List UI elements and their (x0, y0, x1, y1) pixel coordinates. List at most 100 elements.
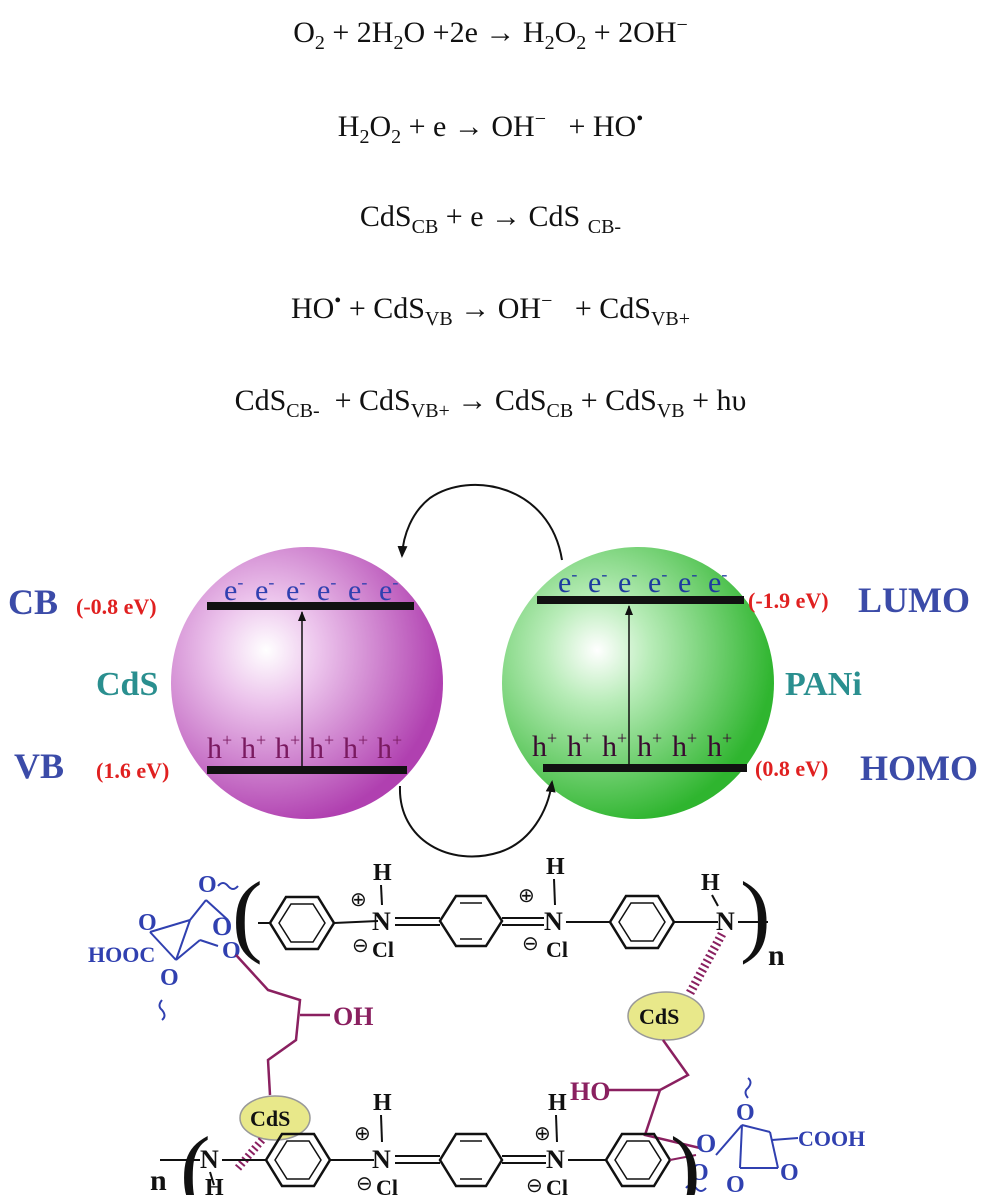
svg-text:⊖: ⊖ (522, 933, 539, 955)
equation-term: CdS (234, 384, 287, 417)
equation-term: 2 (576, 32, 587, 54)
cooh-label: COOH (798, 1126, 865, 1151)
equation-term: + CdS (573, 384, 657, 417)
pani-name-label: PANi (785, 666, 862, 703)
upper-n-2: N (544, 907, 563, 936)
equation-term: • (334, 290, 342, 312)
cds-bead-right-label: CdS (639, 1004, 679, 1029)
quinoid-ring (438, 894, 504, 948)
hole: h+ (567, 728, 592, 763)
lower-right-paren: ) (670, 1118, 701, 1195)
homo-energy-label: (0.8 eV) (755, 756, 828, 781)
hole: h+ (377, 730, 402, 765)
svg-text:O: O (736, 1100, 755, 1126)
cb-label: CB (8, 582, 58, 622)
svg-text:O: O (160, 965, 179, 991)
lower-n-1: N (200, 1145, 219, 1174)
lower-n-3: N (546, 1145, 565, 1174)
right-linker: CdS HO (570, 991, 705, 1150)
equation-term: • (636, 108, 644, 130)
upper-cl-2: Cl (546, 937, 568, 962)
equation-term: + CdS (341, 292, 425, 325)
upper-n-subscript: n (768, 939, 785, 972)
lumo-energy-label: (-1.9 eV) (748, 588, 829, 613)
svg-text:O: O (222, 938, 241, 964)
vb-energy-label: (1.6 eV) (96, 758, 169, 783)
upper-n-1: N (372, 907, 391, 936)
ho-label: HO (570, 1077, 610, 1106)
equation-term: → CdS (449, 384, 547, 417)
lower-polymer-chain: ( n N H H ⊕ N ⊖ Cl H ⊕ N (150, 1090, 701, 1195)
equation-term: + 2OH (586, 16, 677, 49)
hole-transfer-arrow (398, 780, 556, 858)
lower-h-2: H (373, 1090, 392, 1116)
equation-term: + HO (545, 110, 637, 143)
svg-text:⊕: ⊕ (534, 1123, 551, 1145)
equation-term: → OH (452, 292, 542, 325)
equation-term: − (676, 14, 688, 36)
upper-polymer-chain: ( ⊕ H N ⊖ Cl ⊕ H N ⊖ Cl (232, 854, 785, 996)
hooc-label: HOOC (88, 942, 155, 967)
lower-n-subscript: n (150, 1164, 167, 1195)
upper-h-3: H (701, 870, 720, 896)
equation-4: HO• + CdSVB → OH− + CdSVB+ (0, 290, 981, 331)
lower-cl-2: Cl (546, 1175, 568, 1195)
equation-term: 2 (314, 32, 325, 54)
cds-name-label: CdS (96, 666, 158, 703)
lower-cl-1: Cl (376, 1175, 398, 1195)
equation-term: + hυ (684, 384, 747, 417)
equation-term: 2 (359, 126, 370, 148)
vb-label: VB (14, 746, 64, 786)
svg-text:O: O (138, 910, 157, 936)
svg-text:O: O (690, 1160, 709, 1186)
equation-term: VB+ (410, 400, 450, 422)
equation-term: + e → CdS (438, 200, 588, 233)
pani-particle (502, 547, 774, 819)
equation-term: VB+ (650, 308, 691, 330)
equation-1: O2 + 2H2O +2e → H2O2 + 2OH− (0, 14, 981, 55)
equation-term: CdS (359, 200, 412, 233)
upper-cl-1: Cl (372, 937, 394, 962)
equation-term: CB- (286, 400, 320, 422)
equation-term: 2 (544, 32, 555, 54)
cds-bead-left (239, 1095, 311, 1141)
minus-charge: ⊖ (352, 935, 369, 957)
equation-term: 2 (393, 32, 404, 54)
svg-text:O: O (696, 1129, 716, 1158)
svg-text:O: O (198, 872, 217, 898)
equation-term: + CdS (552, 292, 651, 325)
svg-text:O: O (726, 1172, 745, 1195)
equation-term: O (369, 110, 392, 143)
upper-n-3: N (716, 907, 735, 936)
equation-term: − (541, 290, 553, 312)
lower-h-1: H (205, 1175, 224, 1195)
equation-term: HO (290, 292, 335, 325)
equation-term: CB (411, 216, 439, 238)
chemical-structure: ( ⊕ H N ⊖ Cl ⊕ H N ⊖ Cl (88, 854, 865, 1195)
lower-sugar-unit: O O O O O COOH (685, 1077, 865, 1195)
homo-label: HOMO (860, 748, 978, 788)
equation-term: + CdS (319, 384, 411, 417)
equation-term: VB (424, 308, 453, 330)
plus-charge: ⊕ (350, 889, 367, 911)
pani-holes: h+h+h+h+h+h+ (532, 728, 732, 763)
equation-3: CdSCB + e → CdS CB- (0, 200, 981, 239)
lower-n-2: N (372, 1145, 391, 1174)
svg-text:O: O (212, 912, 232, 941)
equation-term: + e → OH (401, 110, 535, 143)
cb-energy-label: (-0.8 eV) (76, 594, 157, 619)
equation-term: CB- (587, 216, 622, 238)
svg-text:⊕: ⊕ (518, 885, 535, 907)
lower-left-paren: ( (180, 1118, 211, 1195)
upper-sugar-unit: O O O O O HOOC (88, 872, 241, 1021)
equation-term: O (554, 16, 577, 49)
equation-term: + 2H (324, 16, 394, 49)
cds-bead-left-label: CdS (250, 1106, 290, 1131)
electron-transfer-arrow (397, 483, 563, 561)
svg-text:⊕: ⊕ (354, 1123, 371, 1145)
upper-right-paren: ) (740, 863, 771, 965)
upper-left-paren: ( (232, 863, 263, 965)
equation-term: 2 (391, 126, 402, 148)
equation-term: − (534, 108, 546, 130)
